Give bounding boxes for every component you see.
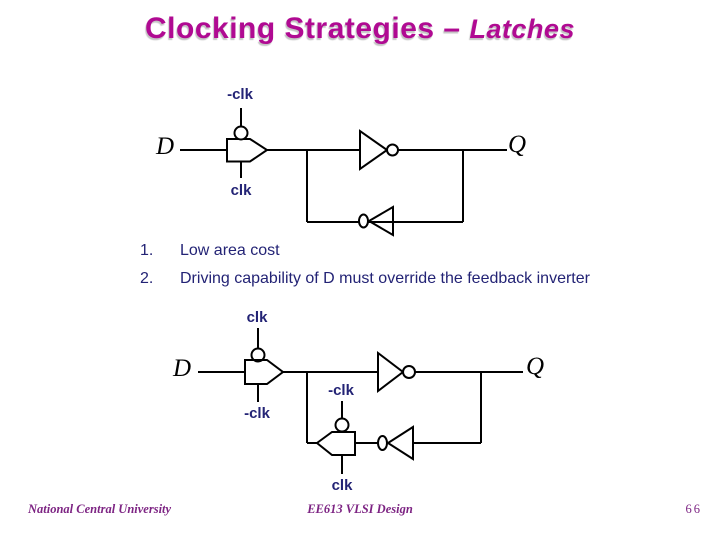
clock-label-top: clk <box>246 309 268 326</box>
pass-gate <box>226 138 269 163</box>
feedback-inverter <box>367 205 394 237</box>
clock-bubble-icon <box>250 347 266 363</box>
title-sub: Latches <box>469 14 575 44</box>
footer-course: EE613 VLSI Design <box>307 502 413 516</box>
d-input-label: D <box>156 133 175 160</box>
clock-label-bottom: clk <box>230 182 252 199</box>
title-main: Clocking Strategies – <box>145 12 461 45</box>
d-input-label: D <box>173 355 192 382</box>
clock-label-bottom: -clk <box>244 405 270 422</box>
feedback-inverter <box>386 425 414 461</box>
q-output-label: Q <box>526 353 545 380</box>
feedback-clock-bubble-icon <box>334 417 350 433</box>
inverter-bubble-icon <box>402 365 416 379</box>
page-number: 66 <box>685 502 702 516</box>
page-title: Clocking Strategies – Latches <box>0 12 720 46</box>
feedback-inverter-bubble-icon <box>377 435 388 451</box>
q-output-label: Q <box>508 131 527 158</box>
latch-circuit-simple <box>180 108 507 237</box>
list-item-number: 1. <box>140 242 154 259</box>
clock-label-top: -clk <box>227 86 253 103</box>
list-item-number: 2. <box>140 270 154 287</box>
feedback-pass-gate <box>315 431 356 456</box>
pass-gate <box>244 359 285 385</box>
inverter-bubble-icon <box>386 143 399 157</box>
feedback-inverter-bubble-icon <box>358 213 369 229</box>
feedback-clock-label-bottom: clk <box>331 477 353 494</box>
list-item-text: Low area cost <box>180 242 280 259</box>
forward-inverter <box>377 350 405 394</box>
feedback-clock-label-top: -clk <box>328 382 354 399</box>
list-item: 2. Driving capability of D must override … <box>140 271 700 287</box>
footer-institution: National Central University <box>28 502 172 516</box>
list-item: 1. Low area cost <box>140 243 700 259</box>
latch-circuit-gated-feedback <box>198 328 523 474</box>
forward-inverter <box>359 129 389 171</box>
footer: National Central University EE613 VLSI D… <box>0 502 720 522</box>
list-item-text: Driving capability of D must override th… <box>180 270 590 287</box>
clock-bubble-icon <box>233 125 249 141</box>
